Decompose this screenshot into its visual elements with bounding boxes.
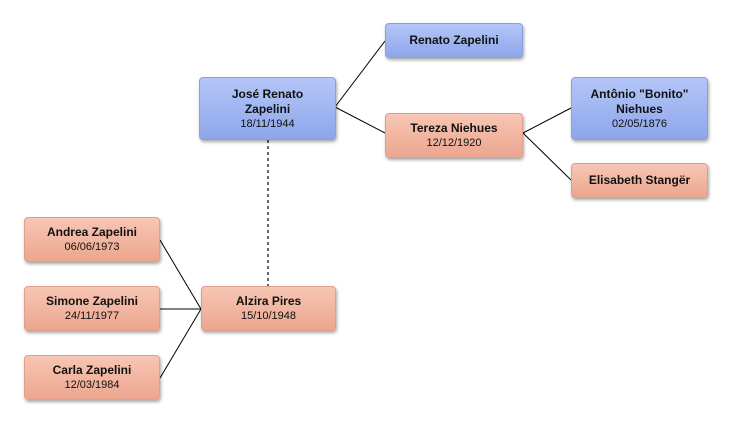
connector-tereza-to-parents bbox=[522, 107, 572, 181]
person-carla-zapelini[interactable]: Carla Zapelini 12/03/1984 bbox=[24, 355, 160, 400]
person-name: Renato Zapelini bbox=[409, 33, 499, 47]
person-birth-date: 15/10/1948 bbox=[240, 310, 297, 322]
person-antonio-bonito-niehues[interactable]: Antônio "Bonito" Niehues 02/05/1876 bbox=[571, 77, 708, 140]
person-name: Tereza Niehues bbox=[410, 121, 498, 135]
person-name: Simone Zapelini bbox=[45, 294, 138, 308]
person-simone-zapelini[interactable]: Simone Zapelini 24/11/1977 bbox=[24, 286, 160, 331]
person-alzira-pires[interactable]: Alzira Pires 15/10/1948 bbox=[201, 286, 336, 331]
person-birth-date: 12/12/1920 bbox=[426, 137, 482, 149]
person-birth-date: 06/06/1973 bbox=[64, 241, 120, 253]
person-renato-zapelini[interactable]: Renato Zapelini bbox=[385, 23, 523, 58]
person-birth-date: 02/05/1876 bbox=[611, 117, 668, 130]
person-andrea-zapelini[interactable]: Andrea Zapelini 06/06/1973 bbox=[24, 217, 160, 262]
person-name: Carla Zapelini bbox=[52, 363, 132, 377]
person-tereza-niehues[interactable]: Tereza Niehues 12/12/1920 bbox=[385, 113, 523, 158]
person-name: Andrea Zapelini bbox=[46, 225, 138, 239]
person-birth-date: 18/11/1944 bbox=[240, 117, 295, 130]
person-birth-date: 24/11/1977 bbox=[64, 310, 120, 322]
person-birth-date: 12/03/1984 bbox=[64, 379, 120, 391]
connector-jose-to-parents bbox=[334, 40, 386, 134]
person-name: Alzira Pires bbox=[235, 294, 302, 308]
person-name: Elisabeth Stangër bbox=[588, 173, 691, 187]
person-elisabeth-stanger[interactable]: Elisabeth Stangër bbox=[571, 163, 708, 198]
person-name: José Renato Zapelini bbox=[231, 86, 304, 116]
connector-children-to-alzira bbox=[159, 239, 202, 379]
person-jose-renato-zapelini[interactable]: José Renato Zapelini 18/11/1944 bbox=[199, 77, 336, 140]
person-name: Antônio "Bonito" Niehues bbox=[590, 86, 689, 116]
